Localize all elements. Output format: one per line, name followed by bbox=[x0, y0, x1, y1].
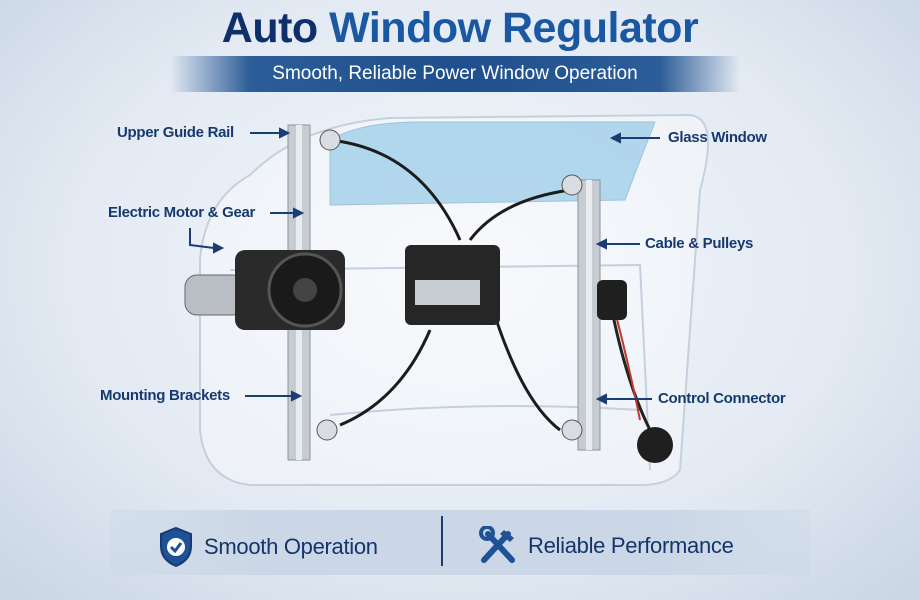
feature-label: Smooth Operation bbox=[204, 534, 378, 559]
feature-label: Reliable Performance bbox=[528, 533, 734, 558]
title-window-regulator: Window Regulator bbox=[329, 4, 699, 52]
callout-mounting-brackets: Mounting Brackets bbox=[100, 387, 230, 404]
feature-bar: Smooth Operation Reliable Performance bbox=[110, 510, 810, 575]
glass-window bbox=[329, 121, 656, 206]
title-auto: Auto bbox=[221, 4, 318, 52]
callout-control-connector: Control Connector bbox=[658, 390, 786, 407]
shield-check-icon bbox=[160, 526, 192, 568]
callout-glass-window: Glass Window bbox=[668, 129, 767, 146]
wrench-hammer-icon bbox=[479, 526, 515, 563]
electric-motor bbox=[184, 250, 345, 330]
feature-smooth-operation: Smooth Operation bbox=[158, 526, 378, 568]
divider bbox=[441, 516, 443, 566]
feature-reliable-performance: Reliable Performance bbox=[478, 526, 734, 566]
page-title: Auto Window Regulator bbox=[0, 4, 920, 53]
callout-upper-guide-rail: Upper Guide Rail bbox=[117, 124, 234, 141]
subtitle-banner: Smooth, Reliable Power Window Operation bbox=[170, 56, 740, 92]
callout-electric-motor: Electric Motor & Gear bbox=[108, 204, 256, 221]
lifter-block bbox=[405, 245, 500, 325]
callout-arrows bbox=[189, 127, 660, 405]
control-connector bbox=[597, 280, 673, 463]
pulleys bbox=[316, 129, 583, 441]
callout-cable-pulleys: Cable & Pulleys bbox=[645, 235, 754, 252]
